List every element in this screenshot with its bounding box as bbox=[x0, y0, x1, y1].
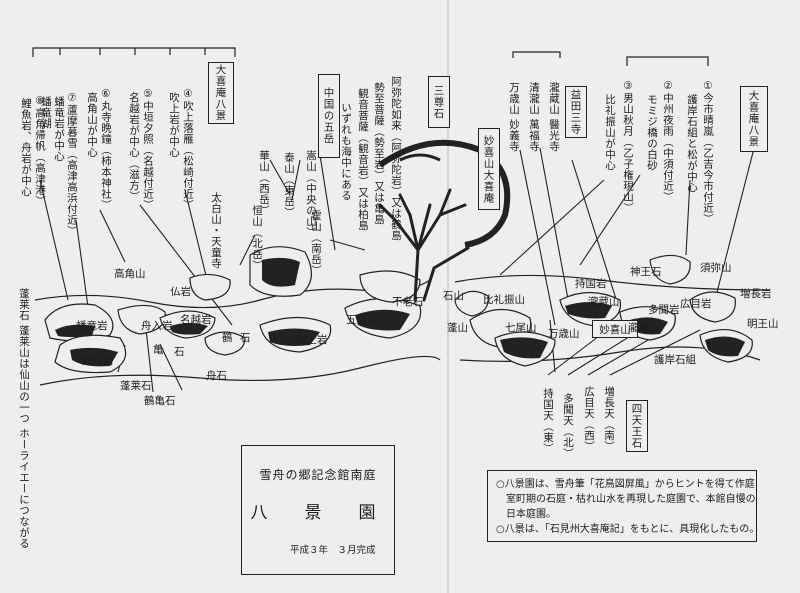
label-gogan: 護岸石組 bbox=[654, 354, 696, 366]
right-bracket bbox=[512, 51, 709, 66]
note-line-2: 室町期の石庭・枯れ山水を再現した庭園で、本館自慢の bbox=[496, 494, 756, 505]
label-manzai: 万歳山 bbox=[548, 328, 580, 340]
shitenno-box: 四天王石 bbox=[626, 400, 648, 452]
scene-3-title: ③男山秋月（乙子権現山） bbox=[622, 80, 634, 214]
label-tsuru-ishi: 石 bbox=[240, 332, 251, 344]
scene-8-title: ⑧高角帰帆（高津港） bbox=[34, 95, 46, 207]
label-kaishan: 蓬山 bbox=[447, 322, 468, 334]
label-myoki-small: 妙喜山 bbox=[599, 323, 631, 336]
scene-7-title: ⑦蘆摩暮雪（高津高浜付近） bbox=[66, 92, 78, 237]
worship-3: 観音菩薩（観音岩）又は柏島 bbox=[357, 88, 369, 231]
shitenno-4: 増長天（南） bbox=[603, 386, 615, 452]
scene-4-title: ④吹上落雁（松崎付近） bbox=[182, 88, 194, 211]
label-takizo2: 瀧蔵山 bbox=[628, 322, 660, 334]
scene-2-title: ②中州夜雨（中須付近） bbox=[662, 80, 674, 203]
note-line-1: ○八景園は、雪舟筆「花鳥図屏風」からヒントを得て作庭 bbox=[496, 479, 755, 490]
scene-4-desc: 吹上岩が中心 bbox=[168, 92, 180, 158]
plaque-name: 八 景 園 bbox=[250, 503, 386, 523]
label-bukkan: 仏岩 bbox=[170, 286, 191, 298]
label-tamon-iwa: 多聞岩 bbox=[648, 304, 680, 316]
bare-tree bbox=[378, 188, 470, 302]
note-line-3: 日本庭園。 bbox=[496, 509, 556, 520]
label-horai: 蓬莱石 bbox=[120, 380, 152, 392]
scene-5-title: ⑤中垣夕照（名越付近） bbox=[142, 88, 154, 211]
scene-1-desc: 護岸石組と松が中心 bbox=[686, 94, 698, 193]
peak-5: 恒山（北岳） bbox=[251, 205, 263, 271]
label-rigyo: 鯉魚岩 bbox=[82, 355, 114, 367]
three-worship-box: 三尊石 bbox=[428, 76, 450, 128]
label-meiou: 明王山 bbox=[747, 318, 779, 330]
label-koumoku-iwa: 広目岩 bbox=[680, 298, 712, 310]
garden-plaque: 雪舟の郷記念館南庭 八 景 園 平成３年 ３月完成 bbox=[241, 445, 395, 575]
peak-1: 嵩山（中央の山） bbox=[305, 150, 317, 238]
rock-shadows-right bbox=[500, 302, 745, 359]
left-bracket bbox=[32, 47, 236, 57]
label-ishiyama: 石山 bbox=[443, 290, 464, 302]
scene-6-desc: 高角山が中心 bbox=[86, 92, 98, 158]
label-funaishi: 舟石 bbox=[206, 370, 227, 382]
scene-1-title: ①今市晴嵐（乙吉今市付近） bbox=[702, 80, 714, 225]
rock-shadows-left bbox=[55, 257, 410, 367]
worship-2: 勢至菩薩（勢至岩）又は亀島 bbox=[373, 82, 385, 225]
right-heading: 大喜庵八景 bbox=[747, 90, 760, 148]
label-hirefuri: 比礼振山 bbox=[483, 294, 525, 306]
label-shumi: 須弥山 bbox=[700, 262, 732, 274]
temple-1: 瀧蔵山 醫光寺 bbox=[548, 82, 560, 152]
peak-2: 泰山（東岳） bbox=[283, 152, 295, 218]
shitenno-2: 多聞天（北） bbox=[562, 393, 574, 459]
masuda-title: 益田三寺 bbox=[569, 89, 582, 135]
leader-lines-left bbox=[39, 154, 366, 393]
right-heading-box: 大喜庵八景 bbox=[740, 86, 768, 152]
page-fold bbox=[447, 0, 449, 593]
label-jikoku-iwa: 持国岩 bbox=[575, 278, 607, 290]
shitenno-title: 四天王石 bbox=[630, 403, 643, 449]
label-takizo: 瀧蔵山 bbox=[588, 296, 620, 308]
three-worship-title: 三尊石 bbox=[432, 84, 445, 120]
plaque-title: 雪舟の郷記念館南庭 bbox=[259, 468, 377, 482]
scene-7-lake: 蟠竜湖 bbox=[40, 96, 52, 129]
explanation-note: ○八景園は、雪舟筆「花鳥図屏風」からヒントを得て作庭 室町期の石庭・枯れ山水を再… bbox=[487, 470, 760, 542]
scene-5-desc: 名越岩が中心（滋方） bbox=[128, 92, 140, 202]
shitenno-3: 広目天（西） bbox=[583, 386, 595, 452]
peak-4: 霍山（南岳） bbox=[310, 210, 322, 276]
scene-2-desc: モミジ橋の白砂 bbox=[646, 94, 658, 171]
label-jinno: 神王石 bbox=[630, 266, 662, 278]
taihaku-label: 太白山・天童寺 bbox=[210, 192, 222, 269]
worship-1: 阿弥陀如来（阿弥陀岩）又は鶴島 bbox=[390, 76, 402, 241]
scene-8-desc: 鯉魚岩、舟岩が中心 bbox=[20, 98, 32, 197]
label-funairi: 舟入岩 bbox=[141, 320, 173, 332]
horai-note: 蓬莱石 蓬莱山は仙山の一つ ホーライエーにつながる bbox=[18, 288, 30, 549]
label-koukaku: 高角山 bbox=[114, 268, 146, 280]
five-peaks-title: 中国の五岳 bbox=[322, 87, 335, 145]
label-fukiage: 吹上岩 bbox=[296, 334, 328, 346]
shitenno-1: 持国天（東） bbox=[542, 388, 554, 454]
label-gotai: 五台山 bbox=[346, 314, 378, 326]
five-peaks-box: 中国の五岳 bbox=[318, 74, 340, 158]
label-ishi: 石 bbox=[174, 346, 185, 358]
peak-3: 華山（西岳） bbox=[258, 150, 270, 216]
left-heading: 大喜庵八景 bbox=[214, 64, 227, 122]
label-furou: 不老石 bbox=[392, 296, 424, 308]
worship-4: いずれも海中にある bbox=[340, 102, 352, 201]
myoki-small-box: 妙喜山 bbox=[592, 320, 638, 338]
myoki-title: 妙喜山大喜庵 bbox=[482, 134, 495, 204]
myoki-box: 妙喜山大喜庵 bbox=[478, 128, 500, 210]
scene-6-title: ⑥丸寺晩鐘（柿本神社） bbox=[100, 88, 112, 211]
scene-3-desc: 比礼振山が中心 bbox=[604, 94, 616, 171]
temple-3: 万歳山 妙義寺 bbox=[508, 82, 520, 152]
label-banryu: 蟠竜岩 bbox=[76, 320, 108, 332]
scene-7-desc: 蟠竜岩が中心 bbox=[53, 96, 65, 162]
note-line-4: ○八景は、「石見州大喜庵記」をもとに、具現化したもの。 bbox=[496, 524, 760, 535]
plaque-date: 平成３年 ３月完成 bbox=[290, 545, 376, 556]
label-zochoiwa: 増長岩 bbox=[740, 288, 772, 300]
label-tsuru: 鶴 bbox=[222, 332, 233, 344]
temple-2: 清瀧山 萬福寺 bbox=[528, 82, 540, 152]
label-nagoshi: 名越岩 bbox=[180, 314, 212, 326]
left-heading-box: 大喜庵八景 bbox=[208, 62, 234, 124]
label-tsurukame: 鶴亀石 bbox=[144, 395, 176, 407]
label-kame: 亀 bbox=[153, 344, 164, 356]
masuda-box: 益田三寺 bbox=[565, 86, 587, 138]
label-shichio: 七尾山 bbox=[505, 322, 537, 334]
